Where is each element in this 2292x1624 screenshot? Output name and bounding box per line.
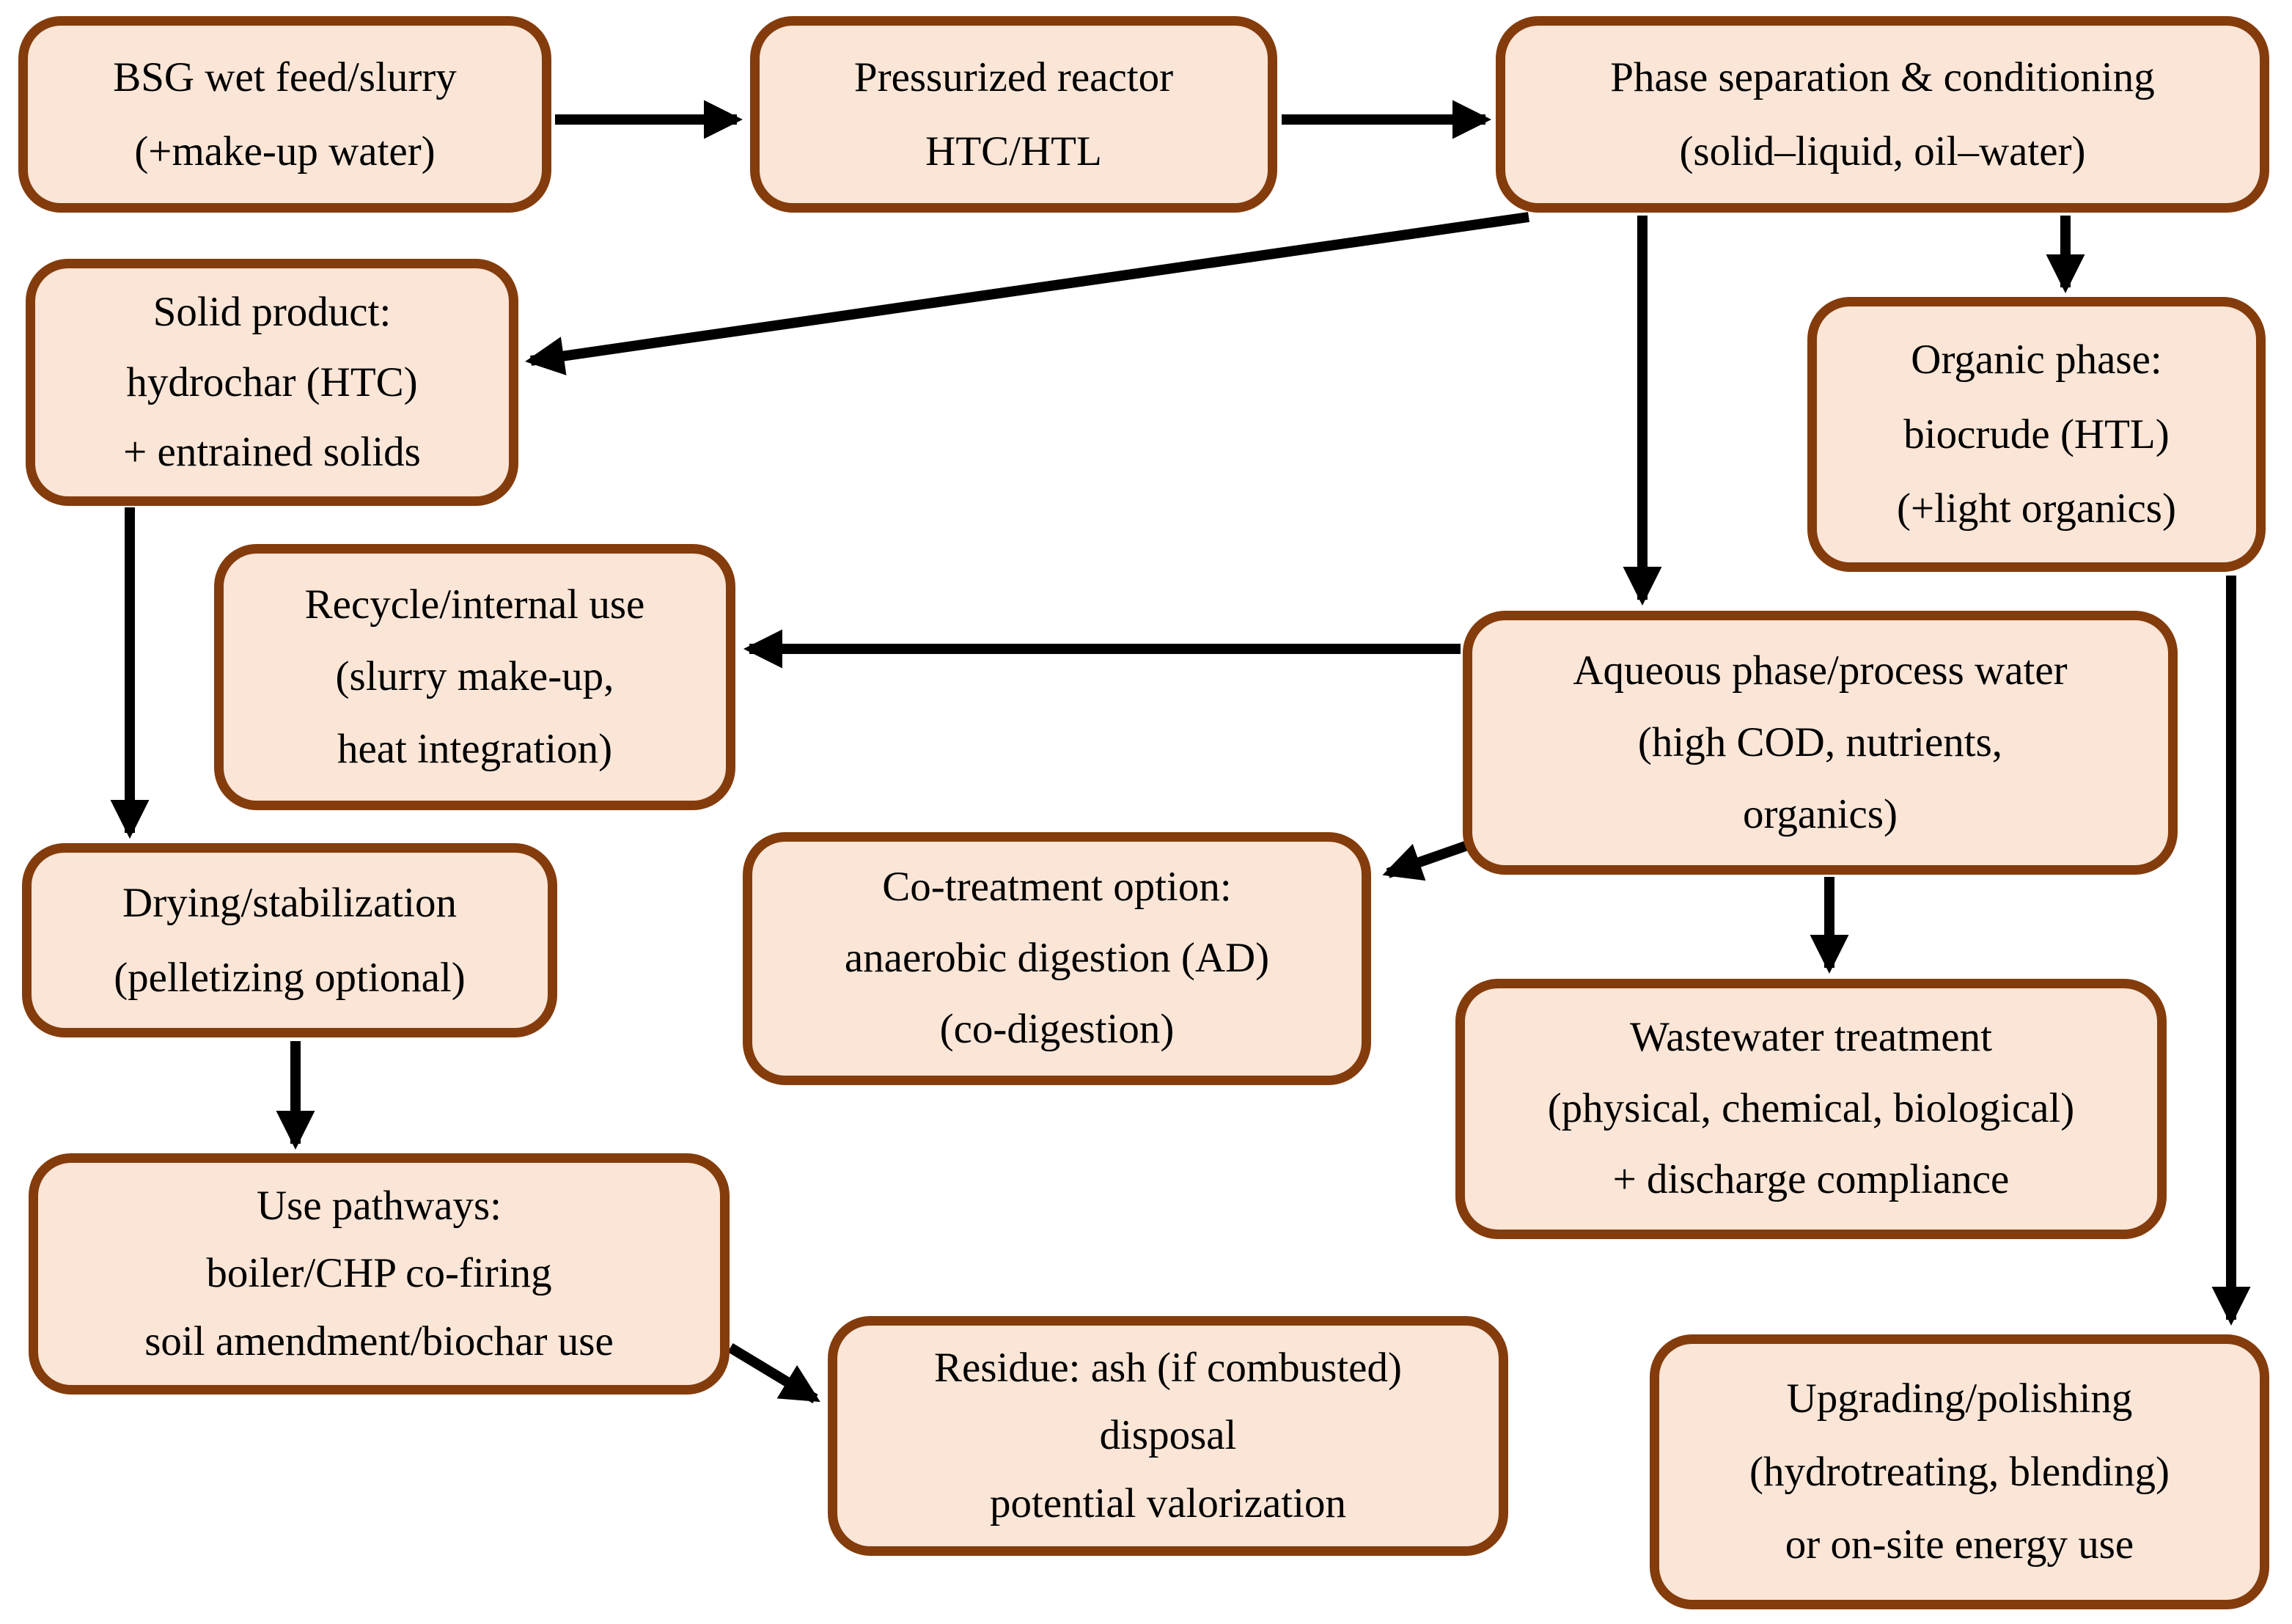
node-label-line: or on-site energy use [1785,1521,2134,1568]
node-label-line: (hydrotreating, blending) [1749,1448,2170,1495]
node-residue: Residue: ash (if combusted) disposal pot… [828,1316,1508,1556]
edge-use-pathways-to-residue [727,1343,820,1403]
node-use-pathways: Use pathways: boiler/CHP co-firing soil … [29,1153,730,1395]
node-label-line: (high COD, nutrients, [1637,719,2003,765]
node-label-line: + entrained solids [123,429,421,476]
node-label-line: (solid–liquid, oil–water) [1679,128,2086,174]
node-aqueous-phase: Aqueous phase/process water (high COD, n… [1463,611,2178,875]
node-label-line: (slurry make-up, [335,653,614,700]
node-phase-separation: Phase separation & conditioning (solid–l… [1496,16,2269,213]
node-solid-product: Solid product: hydrochar (HTC) + entrain… [26,259,518,506]
node-label-line: BSG wet feed/slurry [113,54,457,100]
node-bsg-feed: BSG wet feed/slurry (+make-up water) [18,16,551,213]
node-label-line: Use pathways: [256,1183,502,1229]
node-reactor: Pressurized reactor HTC/HTL [750,16,1277,213]
node-co-treatment: Co-treatment option: anaerobic digestion… [743,832,1371,1085]
node-upgrading: Upgrading/polishing (hydrotreating, blen… [1650,1334,2269,1609]
node-label-line: Aqueous phase/process water [1573,647,2068,694]
node-label-line: boiler/CHP co-firing [206,1250,552,1297]
node-label-line: anaerobic digestion (AD) [844,935,1270,982]
node-label-line: Pressurized reactor [853,54,1174,100]
node-label-line: Co-treatment option: [882,864,1232,911]
node-label-line: hydrochar (HTC) [126,359,418,405]
node-label-line: heat integration) [337,725,613,772]
edge-aqueous-phase-to-co-treatment [1382,838,1476,881]
node-label-line: potential valorization [990,1480,1346,1526]
node-organic-phase: Organic phase: biocrude (HTL) (+light or… [1807,297,2266,572]
node-label-line: HTC/HTL [925,128,1102,174]
node-label-line: Phase separation & conditioning [1610,54,2155,100]
node-label-line: Wastewater treatment [1630,1014,1992,1061]
node-label-line: soil amendment/biochar use [144,1318,614,1364]
node-recycle: Recycle/internal use (slurry make-up, he… [214,544,735,810]
node-label-line: Recycle/internal use [304,581,645,628]
node-label-line: (pelletizing optional) [114,954,466,1001]
node-wastewater: Wastewater treatment (physical, chemical… [1455,979,2167,1239]
node-label-line: + discharge compliance [1612,1155,2010,1202]
node-label-line: Solid product: [153,288,392,335]
node-label-line: Upgrading/polishing [1786,1375,2133,1422]
node-label-line: (physical, chemical, biological) [1547,1085,2075,1132]
node-label-line: biocrude (HTL) [1903,411,2170,458]
node-label-line: Drying/stabilization [122,880,457,927]
node-label-line: disposal [1099,1412,1237,1459]
node-drying: Drying/stabilization (pelletizing option… [22,843,557,1037]
node-label-line: (+make-up water) [134,128,436,174]
node-label-line: (co-digestion) [939,1005,1175,1052]
node-label-line: (+light organics) [1897,485,2176,532]
node-label-line: Organic phase: [1911,337,2162,383]
node-label-line: Residue: ash (if combusted) [934,1345,1402,1391]
edge-phase-separation-to-solid-product [525,212,1529,375]
node-label-line: organics) [1742,791,1898,838]
